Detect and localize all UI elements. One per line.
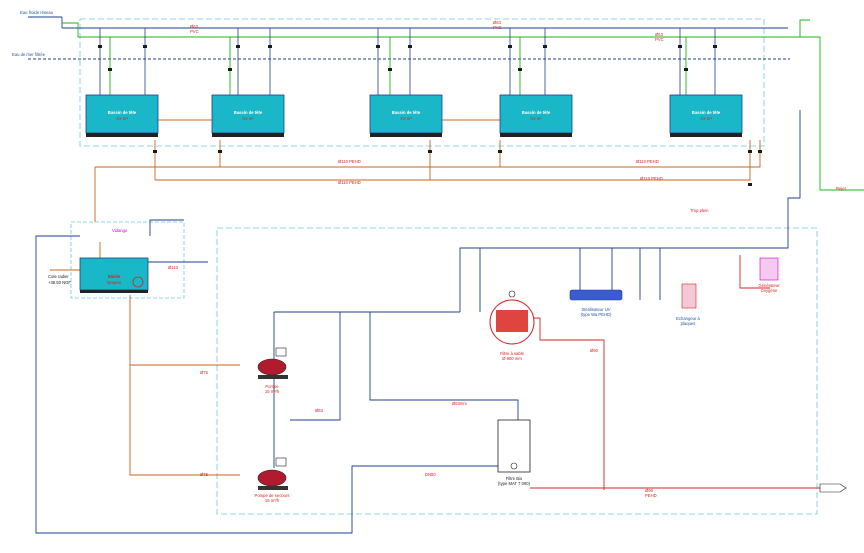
tank-label: Bassin de tête (392, 110, 421, 115)
tank-sublabel: XX m³ (700, 116, 712, 121)
pipe-label: PVC (493, 25, 502, 30)
valve-markers (98, 45, 762, 186)
bio-filter-type: (type MAT 7.000) (498, 481, 531, 486)
tank-1: Bassin de tête XX m³ (85, 94, 159, 137)
pipe-label: PVC (190, 29, 199, 34)
tank-return-lines (50, 119, 761, 476)
pump-main: Pompe 15 m³/h (257, 347, 288, 394)
supply-header-top (28, 16, 790, 60)
pipe-label: Ø63 (655, 32, 664, 37)
tank-4: Bassin de tête XX m³ (499, 94, 573, 137)
sand-filter-size: Ø 800 mm (502, 356, 522, 361)
tank-label: Bassin de tête (108, 110, 137, 115)
tank-3: Bassin de tête XX m³ (369, 94, 443, 137)
buffer-tank: Bâche tampon Cote radier +38.50 NGF (48, 257, 149, 293)
bio-filter: Filtre Bio (type MAT 7.000) (497, 419, 531, 486)
buffer-title: Bâche (108, 274, 121, 279)
tank-sublabel: XX m³ (242, 116, 254, 121)
inlet-second-label: Eau de mer filtrée (12, 52, 46, 57)
pipe-label: Ø75 (200, 472, 209, 477)
plate-exchanger: Echangeur à plaques (676, 283, 701, 326)
cote-label: Cote radier (48, 274, 69, 279)
bio-filter-name: Filtre Bio (506, 476, 523, 481)
rejet-label: Rejet (836, 186, 847, 191)
exchanger-name: Echangeur à (676, 316, 700, 321)
buffer-boundary (70, 221, 185, 299)
o2-name: Générateur (758, 283, 780, 288)
sand-filter-name: Filtre à sable (500, 351, 525, 356)
supply-loop (35, 110, 801, 534)
cote-value: +38.50 NGF (48, 280, 71, 285)
pipe-label: Ø90 (645, 488, 654, 493)
tank-label: Bassin de tête (692, 110, 721, 115)
dsm-label: Ø63mm (452, 401, 467, 406)
pipe-label: PVC (655, 37, 664, 42)
pressure-line (528, 255, 820, 490)
uv-sterilizer: Stérilisateur UV (type Wa PEHD) (569, 289, 623, 317)
return-label: Ø110 PEHD (640, 176, 663, 181)
tank-2: Bassin de tête XX m³ (211, 94, 285, 137)
uv-name: Stérilisateur UV (581, 307, 610, 312)
pipe-label: Ø90 (590, 348, 599, 353)
tank-sublabel: XX m³ (400, 116, 412, 121)
sand-filter: Filtre à sable Ø 800 mm (489, 290, 535, 361)
pump-flow: 15 m³/h (265, 389, 280, 394)
inlet-top-label: Eau froide réseau (20, 10, 54, 15)
buffer-subtitle: tampon (107, 280, 122, 285)
tank-label: Bassin de tête (522, 110, 551, 115)
return-label: Ø110 PEHD (636, 159, 659, 164)
tank-sublabel: XX m³ (116, 116, 128, 121)
pipe-label: Ø63 (315, 408, 324, 413)
overflow-label: Trop plein (690, 208, 709, 213)
hatchery-boundary (79, 18, 765, 147)
return-label: Ø110 PEHD (338, 159, 361, 164)
tank-5: Bassin de tête XX m³ (669, 94, 743, 137)
pipe-label: Ø63 (493, 20, 502, 25)
tank-sublabel: XX m³ (530, 116, 542, 121)
exchanger-sub: plaques (681, 321, 696, 326)
pump-flow: 15 m³/h (265, 498, 280, 503)
pipe-label: Ø63 (190, 24, 199, 29)
pipe-label: Ø75 (200, 370, 209, 375)
tank-label: Bassin de tête (234, 110, 263, 115)
return-label: Ø110 PEHD (338, 180, 361, 185)
pump-name: Pompe (265, 384, 279, 389)
green-air-line (62, 19, 864, 191)
outlet-arrow-icon (819, 483, 847, 493)
pump-backup: Pompe de secours 15 m³/h (255, 457, 290, 503)
pump-name: Pompe de secours (255, 493, 290, 498)
pipe-label: PEHD (645, 493, 657, 498)
treatment-boundary (216, 227, 818, 515)
pipe-label: Ø110 (168, 265, 179, 270)
oxygen-generator: Générateur Oxygène (758, 257, 780, 293)
o2-sub: Oxygène (761, 288, 778, 293)
pipe-label: DN50 (425, 472, 436, 477)
tank-feed-drops (99, 28, 716, 95)
drain-label: Vidange (112, 228, 128, 233)
uv-type: (type Wa PEHD) (581, 312, 612, 317)
